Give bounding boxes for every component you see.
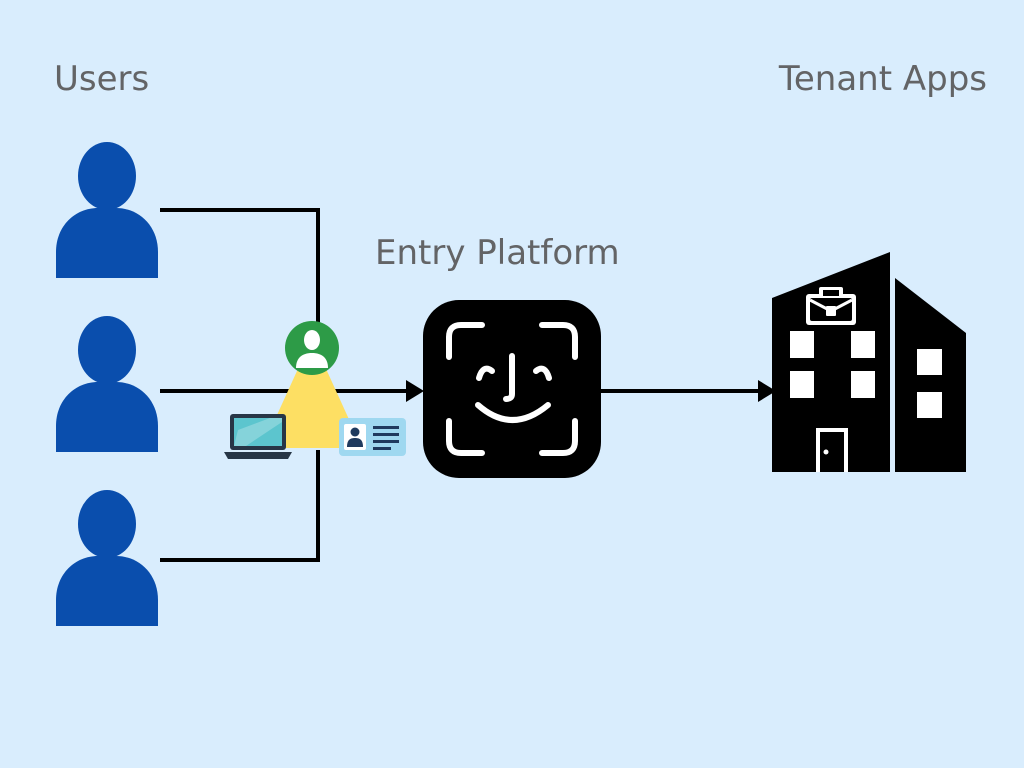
person-icon: [56, 142, 158, 278]
hub-avatar-person: [296, 330, 328, 368]
user-1-connector: [160, 208, 320, 330]
briefcase-icon: [806, 287, 856, 325]
users-label: Users: [54, 59, 149, 99]
hub-triangle: [262, 338, 362, 448]
face-id-icon: [423, 300, 601, 478]
office-building-icon: [772, 252, 966, 472]
person-icon: [56, 316, 158, 452]
entry-platform-label: Entry Platform: [375, 233, 620, 273]
person-icon: [56, 490, 158, 626]
user-3-connector: [160, 450, 320, 562]
building-door: [816, 428, 848, 472]
building-windows: [790, 331, 942, 418]
arrowheads: [406, 380, 776, 402]
user-identity-hub-icon: [262, 321, 362, 448]
arrowhead-to-tenant: [758, 380, 776, 402]
building-tall-block: [772, 252, 890, 472]
laptop-icon: [224, 414, 292, 459]
tenant-apps-label: Tenant Apps: [778, 59, 987, 99]
id-card-icon: [339, 418, 406, 456]
connector-lines: [160, 208, 762, 562]
arrowhead-to-platform: [406, 380, 424, 402]
